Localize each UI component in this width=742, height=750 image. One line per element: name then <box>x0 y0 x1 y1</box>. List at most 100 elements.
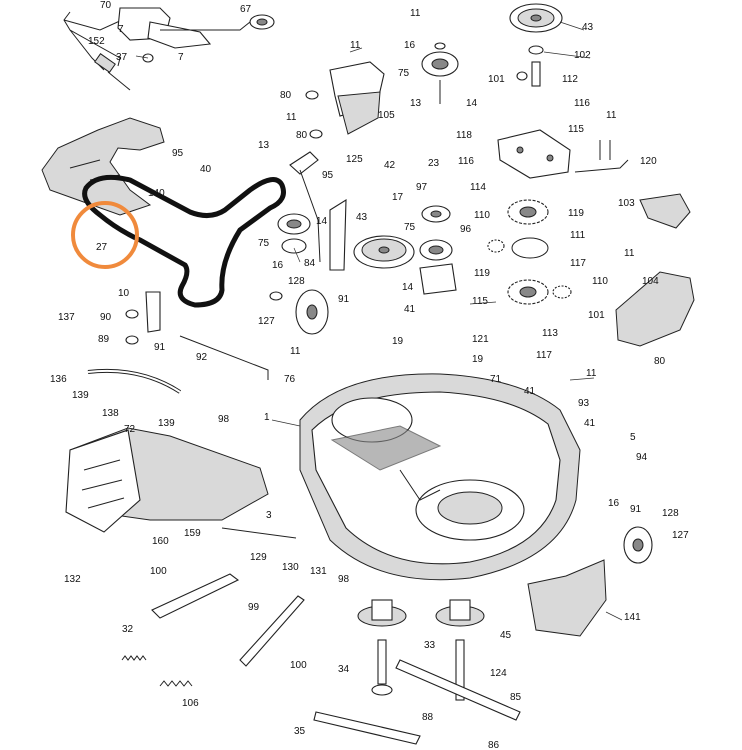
label-91b: 91 <box>154 342 166 353</box>
label-70: 70 <box>100 0 112 11</box>
rod-129 <box>221 527 297 539</box>
gauge-wheel-right <box>623 526 653 564</box>
label-100a: 100 <box>150 566 167 577</box>
label-131: 131 <box>310 566 327 577</box>
label-35: 35 <box>294 726 306 737</box>
label-3: 3 <box>266 510 272 521</box>
label-127b: 127 <box>672 530 689 541</box>
label-96: 96 <box>460 224 472 235</box>
label-13a: 13 <box>258 140 270 151</box>
label-1: 1 <box>264 412 270 423</box>
label-84: 84 <box>304 258 316 269</box>
label-27: 27 <box>96 242 108 253</box>
label-97: 97 <box>416 182 428 193</box>
label-10: 10 <box>118 288 130 299</box>
label-141: 141 <box>624 612 641 623</box>
spring-106 <box>159 680 193 687</box>
label-91a: 91 <box>338 294 350 305</box>
label-88: 88 <box>422 712 434 723</box>
spindle-right <box>435 599 485 701</box>
rod-92 <box>179 335 269 380</box>
label-14b: 14 <box>402 282 414 293</box>
label-14a: 14 <box>316 216 328 227</box>
label-114: 114 <box>470 182 486 193</box>
label-75b: 75 <box>404 222 416 233</box>
label-93: 93 <box>578 398 590 409</box>
label-139a: 139 <box>72 390 89 401</box>
label-43a: 43 <box>356 212 368 223</box>
label-16a: 16 <box>272 260 284 271</box>
label-152: 152 <box>88 36 105 47</box>
label-127a: 127 <box>258 316 275 327</box>
label-113: 113 <box>542 328 558 339</box>
spindle-left <box>357 599 407 696</box>
label-160: 160 <box>152 536 169 547</box>
gearbox-gears <box>487 199 572 305</box>
label-119b: 119 <box>474 268 490 279</box>
label-72: 72 <box>124 424 136 435</box>
label-116a: 116 <box>574 98 590 109</box>
label-124: 124 <box>490 668 507 679</box>
label-119a: 119 <box>568 208 584 219</box>
left-wheel-bracket <box>125 291 161 345</box>
label-103: 103 <box>618 198 635 209</box>
drive-belt <box>82 174 286 308</box>
center-pulley <box>353 235 415 269</box>
label-115b: 115 <box>472 296 488 307</box>
guard-141 <box>527 559 607 637</box>
part-labels: 70 7 7 67 152 37 140 27 95 40 11 80 11 8… <box>50 0 689 750</box>
label-41a: 41 <box>404 304 416 315</box>
label-14c: 14 <box>466 98 478 109</box>
label-101a: 101 <box>488 74 505 85</box>
label-100b: 100 <box>290 660 307 671</box>
lift-lever-assembly <box>63 7 275 91</box>
lift-arms <box>151 573 305 667</box>
label-130: 130 <box>282 562 299 573</box>
label-116b: 116 <box>458 156 474 167</box>
label-11e: 11 <box>290 346 301 357</box>
label-11f: 11 <box>586 368 597 379</box>
label-117b: 117 <box>536 350 552 361</box>
label-90: 90 <box>100 312 112 323</box>
label-98a: 98 <box>218 414 230 425</box>
label-89: 89 <box>98 334 110 345</box>
label-110a: 110 <box>474 210 490 221</box>
label-101b: 101 <box>588 310 605 321</box>
label-80b: 80 <box>296 130 308 141</box>
top-right-pulley <box>509 3 563 87</box>
label-86: 86 <box>488 740 500 750</box>
label-43b: 43 <box>582 22 594 33</box>
discharge-chute <box>65 427 269 533</box>
label-7b: 7 <box>178 52 184 63</box>
label-140: 140 <box>148 188 165 199</box>
label-95b: 95 <box>322 170 334 181</box>
right-belt-cover <box>615 193 695 347</box>
label-138: 138 <box>102 408 119 419</box>
label-13b: 13 <box>410 98 422 109</box>
label-40: 40 <box>200 164 212 175</box>
mower-deck-housing <box>299 373 581 581</box>
label-19b: 19 <box>392 336 404 347</box>
label-33: 33 <box>424 640 436 651</box>
label-80a: 80 <box>280 90 292 101</box>
label-112: 112 <box>562 74 578 85</box>
label-16c: 16 <box>608 498 620 509</box>
label-11a: 11 <box>350 40 361 51</box>
label-7a: 7 <box>118 24 124 35</box>
label-118: 118 <box>456 130 472 141</box>
label-34: 34 <box>338 664 350 675</box>
label-92: 92 <box>196 352 208 363</box>
label-105: 105 <box>378 110 395 121</box>
label-115a: 115 <box>568 124 584 135</box>
label-117a: 117 <box>570 258 586 269</box>
pulley-stack <box>419 205 457 295</box>
label-95a: 95 <box>172 148 184 159</box>
label-132: 132 <box>64 574 81 585</box>
label-75a: 75 <box>258 238 270 249</box>
label-139b: 139 <box>158 418 175 429</box>
label-11c: 11 <box>606 110 617 121</box>
label-41c: 41 <box>584 418 596 429</box>
tensioner-arm <box>277 151 347 271</box>
label-106: 106 <box>182 698 199 709</box>
